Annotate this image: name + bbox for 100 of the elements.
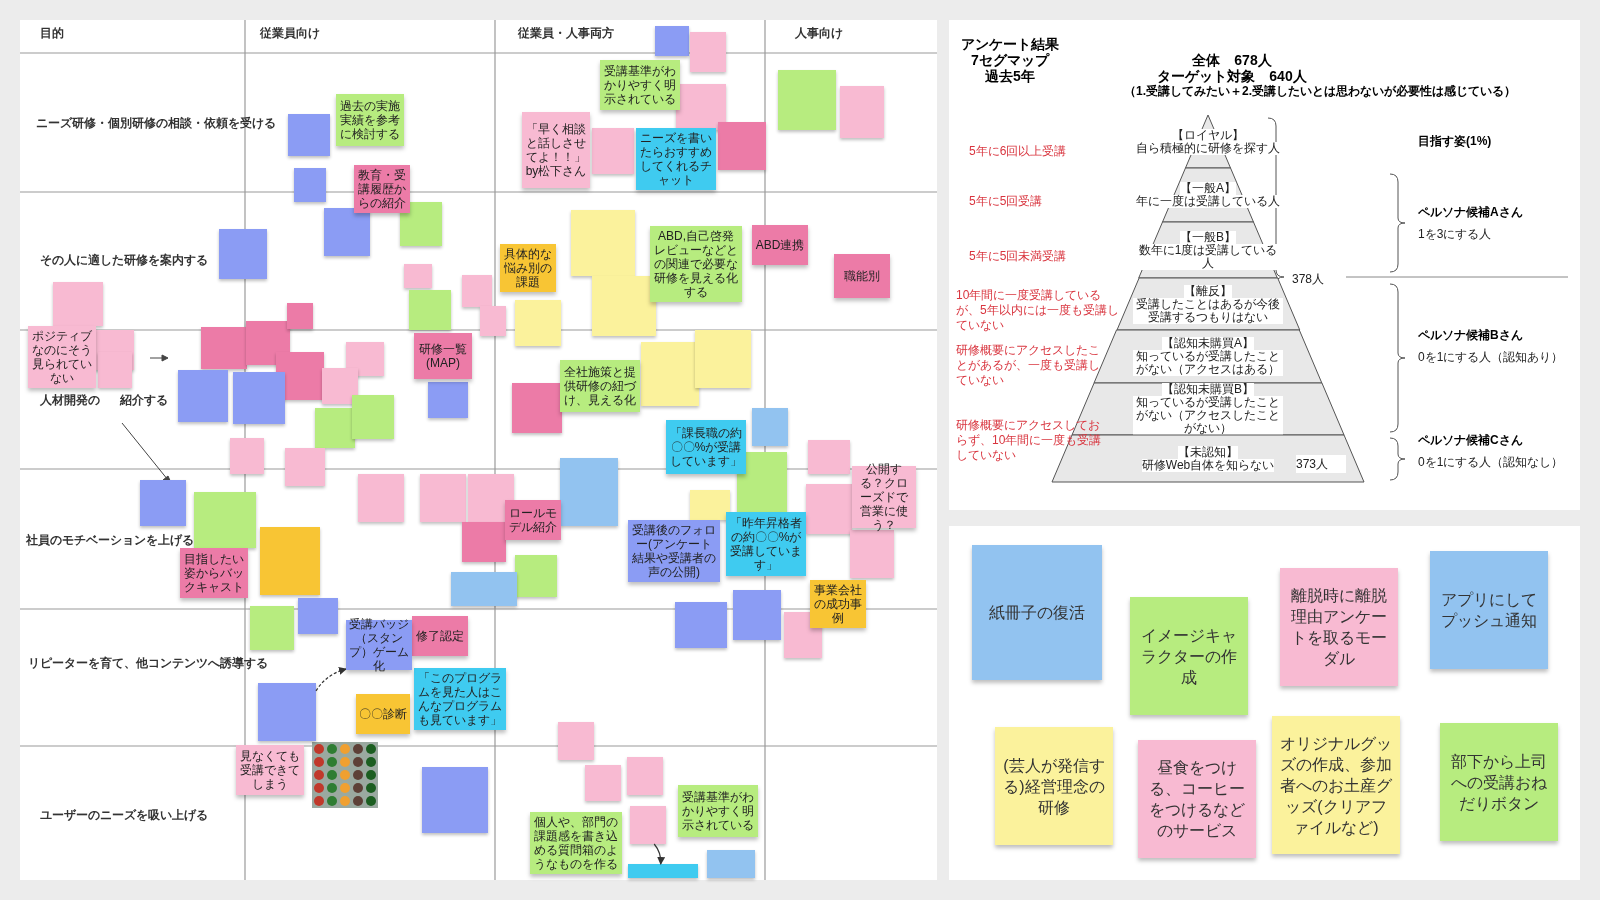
sticky-note (515, 555, 557, 597)
sticky-note (560, 458, 618, 526)
segment-description: 知っているが受講したことがない（アクセスしたことがない） (1133, 396, 1283, 435)
note-text: 見なくても受講できてしまう (239, 749, 301, 791)
sticky-note (414, 333, 472, 379)
sticky-note (178, 370, 228, 422)
segment-name: 【一般A】 (1180, 182, 1236, 195)
sticky-note (294, 168, 326, 202)
sticky-note (1430, 551, 1548, 669)
sticky-note (695, 330, 751, 388)
sticky-note (260, 527, 320, 595)
sticky-note (285, 448, 325, 486)
sticky-note (834, 254, 890, 298)
sticky-note (480, 306, 506, 336)
note-text: （1.受講してみたい＋2.受講したいとは思わないが必要性は感じている） (1124, 84, 1517, 100)
note-text: 受講基準がわかりやすく明示されている (603, 64, 677, 106)
note-text: 全社施策と提供研修の紐づけ、見える化 (563, 365, 637, 407)
axis-label: 人事向け (795, 26, 844, 40)
sticky-note (522, 112, 590, 188)
segment-description: 知っているが受講したことがない（アクセスはある） (1133, 350, 1283, 376)
sticky-note (1280, 568, 1398, 686)
note-text: 公開する？クローズドで営業に使う？ (859, 462, 909, 532)
axis-label: 社員のモチベーションを上げる (26, 533, 195, 547)
sticky-note (420, 474, 466, 522)
note-text: 修了認定 (416, 629, 464, 643)
sticky-note (1440, 723, 1558, 841)
sticky-note (428, 382, 468, 418)
arrow (315, 667, 347, 692)
sticky-note (850, 530, 894, 578)
heading: アンケート結果 (960, 35, 1060, 53)
note-text: 具体的な悩み別の課題 (503, 247, 553, 289)
note-text: オリジナルグッズの作成、参加者へのお土産グッズ(クリアファイルなど) (1280, 733, 1392, 838)
note-text: 離脱時に離脱理由アンケートを取るモーダル (1290, 586, 1388, 669)
sticky-note (571, 210, 635, 276)
sticky-note (462, 275, 492, 307)
segment-criterion: 5年に6回以上受講 (969, 144, 1068, 159)
note-text: ニーズを書いたらおすすめしてくれるチャット (639, 131, 713, 187)
sticky-note (1138, 740, 1256, 858)
segment-criterion: 5年に5回未満受講 (969, 249, 1068, 264)
sticky-note (246, 321, 290, 365)
note-text: 教育・受講履歴からの紹介 (357, 168, 407, 210)
note-text: 紙冊子の復活 (989, 603, 1085, 623)
axis-label: その人に適した研修を案内する (40, 253, 209, 267)
sticky-note (707, 850, 755, 878)
sticky-note (666, 420, 746, 474)
axis-label: 従業員向け (260, 26, 321, 40)
sticky-note (778, 70, 836, 130)
sticky-note (690, 490, 730, 520)
sticky-note (752, 408, 788, 446)
segment-description: 受講したことはあるが今後受講するつもりはない (1133, 297, 1283, 324)
sticky-note (358, 474, 404, 522)
sticky-note (315, 408, 355, 448)
sticky-note (258, 683, 316, 741)
heading: 全体 678人 (1191, 51, 1273, 69)
sticky-note (288, 114, 330, 156)
sticky-note (718, 122, 766, 170)
segment-criterion: 研修概要にアクセスしたことがあるが、一度も受講していない (956, 343, 1101, 388)
axis-label: 目的 (40, 26, 65, 40)
note-text: 〇〇診断 (359, 707, 407, 721)
note-text: 受講バッジ（スタンプ）ゲーム化 (349, 617, 409, 673)
sticky-note (655, 26, 689, 56)
sticky-note (53, 282, 103, 326)
note-text: ABD,自己啓発レビューなどとの関連で必要な研修を見える化する (653, 229, 739, 299)
sticky-note (404, 264, 432, 288)
heading: 7セグマップ (970, 51, 1051, 69)
sticky-note (230, 438, 264, 474)
sticky-note (233, 372, 285, 424)
note-text: ABD連携 (755, 238, 805, 252)
segment-description: 年に一度は受講している人 (1136, 195, 1280, 208)
sticky-note (451, 572, 517, 606)
note-text: アプリにしてプッシュ通知 (1440, 590, 1538, 631)
persona-heading: 目指す姿(1%) (1418, 133, 1493, 150)
segment-criterion: 5年に5回受講 (969, 194, 1044, 209)
sticky-note (352, 395, 394, 439)
count-label: 373人 (1296, 455, 1346, 473)
sticky-note (628, 864, 698, 878)
note-text: 個人や、部門の課題感を書き込める質問箱のようなものを作る (533, 815, 619, 871)
sticky-note (298, 598, 338, 634)
sticky-note (219, 229, 267, 279)
sticky-note (995, 727, 1113, 845)
sticky-note (356, 694, 410, 734)
sticky-note (641, 342, 699, 406)
note-text: 過去の実施実績を参考に検討する (339, 99, 401, 141)
sticky-note (194, 492, 256, 548)
segment-criterion: 研修概要にアクセスしておらず、10年間に一度も受講していない (956, 418, 1103, 463)
note-text: 「このプログラムを見た人はこんなプログラムも見ています」 (417, 671, 503, 727)
note-text: (芸人が発信する)経営理念の研修 (1003, 755, 1105, 818)
persona-heading: ペルソナ候補Aさん (1418, 204, 1524, 221)
sticky-note (737, 452, 787, 514)
sticky-note (690, 32, 726, 72)
note-text: 受講後のフォロー(アンケート結果や受講者の声の公開) (631, 523, 717, 579)
persona-heading: ペルソナ候補Cさん (1418, 432, 1524, 449)
note-text: 「早く相談と話しさせてよ！！」by松下さん (525, 122, 587, 178)
sticky-note (592, 128, 634, 174)
sticky-note (1130, 597, 1248, 715)
sticky-note (972, 545, 1102, 680)
axis-label: 人材開発の (40, 393, 101, 407)
note-text: 部下から上司への受講おねだりボタン (1450, 751, 1548, 814)
segment-criterion: 10年間に一度受講しているが、5年以内には一度も受講していない (956, 288, 1120, 333)
sticky-note (505, 500, 561, 540)
